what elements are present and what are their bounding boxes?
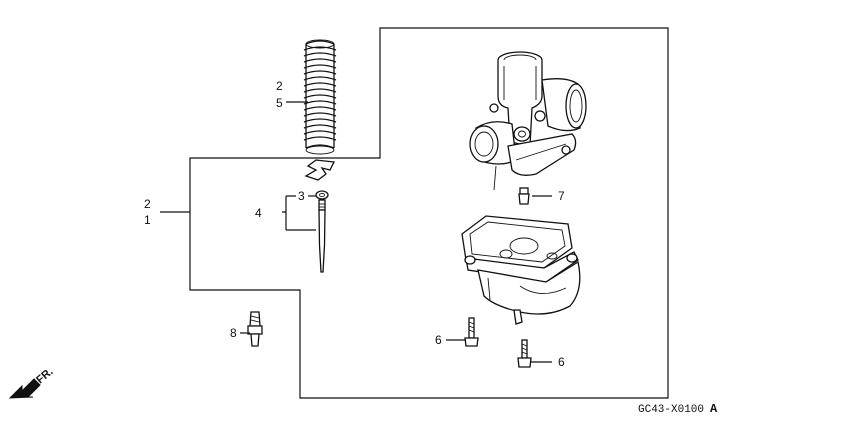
arrow-front-icon xyxy=(8,378,41,399)
callout-spring-bottom: 5 xyxy=(276,96,283,110)
callout-kit-bottom: 1 xyxy=(144,213,151,227)
needle-clip xyxy=(315,190,329,200)
diagram-code-suffix: A xyxy=(710,402,718,416)
throttle-spring xyxy=(303,39,337,155)
float-bowl xyxy=(461,215,581,325)
callout-clip: 3 xyxy=(298,189,305,203)
callout-screw-right: 6 xyxy=(558,355,565,369)
callout-kit-top: 2 xyxy=(144,197,151,211)
callout-needle: 4 xyxy=(255,206,262,220)
callout-spring-top: 2 xyxy=(276,79,283,93)
callout-pilot-screw: 8 xyxy=(230,326,237,340)
pilot-screw xyxy=(247,311,263,347)
main-jet xyxy=(518,187,530,205)
bowl-screw-right xyxy=(517,339,532,368)
carburetor-body xyxy=(469,51,587,191)
callout-screw-left: 6 xyxy=(435,333,442,347)
diagram-code: GC43-X0100 xyxy=(638,404,704,416)
needle-retainer xyxy=(304,159,335,181)
jet-needle xyxy=(318,199,326,273)
assembly-boundary xyxy=(189,27,669,399)
callout-jet: 7 xyxy=(558,189,565,203)
bowl-screw-left xyxy=(464,317,479,347)
